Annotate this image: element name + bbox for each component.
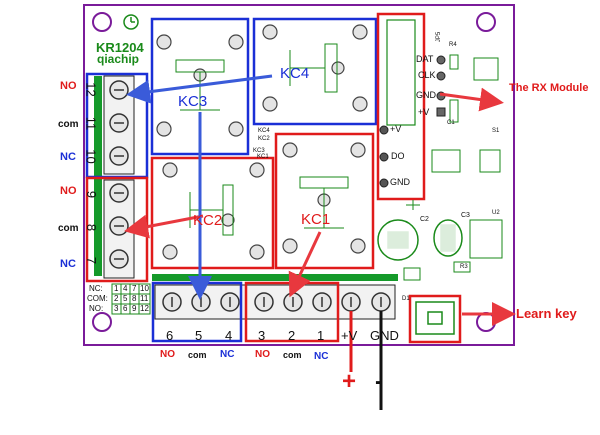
terminal-number-2: 2 [288,328,296,343]
terminal-label-gnd: GND [370,328,399,343]
power-plus: + [342,368,357,395]
terminal-label-plus-v: +V [341,328,358,343]
pin-label-gnd: GND [416,90,436,100]
bottom-label-com-right: com [283,350,302,360]
relay-kc1 [274,132,375,270]
terminal-number-1: 1 [317,328,325,343]
board-maker: qiachip [97,52,140,66]
left-label-com-top: com [58,119,79,130]
silk-jp5: JP5 [436,31,443,43]
rx-pin-label-do: DO [391,151,405,161]
bottom-label-nc-right: NC [314,351,329,362]
pin-label-dat: DAT [416,54,434,64]
learn-key-box [408,294,462,344]
silk-r3: R3 [460,264,468,270]
map-cell: 7 [132,284,137,293]
map-cell: 10 [140,284,149,293]
map-cell: 4 [123,284,128,293]
left-label-nc-top: NC [60,151,76,163]
silk-s1: S1 [492,128,500,134]
terminal-number-12: 12 [83,82,99,97]
relay-label-kc3: KC3 [178,93,208,110]
map-cell: 1 [114,284,119,293]
silk-c2: C2 [420,216,429,223]
pin-label-plus-v: +V [418,107,430,117]
relay-label-kc4: KC4 [280,65,310,82]
rx-pin-label-gnd: GND [390,177,410,187]
pin-label-clk: CLK [418,70,436,80]
bottom-terminal-strip [152,274,398,281]
silk-kc1: KC1 [257,154,269,160]
map-cell: 6 [123,304,128,313]
bottom-label-com-left: com [188,350,207,360]
map-cell: 11 [140,294,149,303]
map-row-label-com: COM: [87,294,108,303]
terminal-number-3: 3 [258,328,266,343]
callout-learn-key: Learn key [516,306,577,321]
power-minus: - [375,368,383,395]
left-label-nc-bottom: NC [60,258,76,270]
bottom-label-nc-left: NC [220,349,235,360]
red-arrows [124,87,516,326]
relay-label-kc2: KC2 [193,212,223,229]
terminal-number-8: 8 [84,223,100,232]
capacitor-c2 [377,219,419,261]
mapping-table-grid [111,283,151,315]
board-model: KR1204 [96,40,144,55]
terminal-number-11: 11 [83,116,99,131]
silk-c1: C1 [447,120,455,126]
smd-parts [403,54,503,281]
map-cell: 3 [114,304,119,313]
map-cell: 5 [123,294,128,303]
silk-d1: D1 [402,296,410,302]
terminal-number-5: 5 [195,328,203,343]
rx-pin-label-plus-v: +V [390,124,402,134]
map-cell: 8 [132,294,137,303]
terminal-number-10: 10 [83,149,99,164]
relay-kc4 [252,17,378,126]
left-label-no-bottom: NO [60,185,77,197]
clock-icon [123,14,139,30]
terminal-number-6: 6 [166,328,174,343]
silk-kc2: KC2 [258,136,270,142]
rx-module [376,12,426,201]
map-cell: 9 [132,304,137,313]
silk-kc3: KC3 [253,148,265,154]
relay-kc2 [150,156,275,270]
bottom-label-no-right: NO [255,349,270,360]
left-label-com-bottom: com [58,223,79,234]
terminal-number-7: 7 [84,256,100,265]
silk-r4: R4 [449,42,457,48]
map-row-label-nc: NC: [89,284,103,293]
terminal-number-9: 9 [84,190,100,199]
map-cell: 12 [140,304,149,313]
relay-label-kc1: KC1 [301,211,331,228]
rx-pins [379,125,389,188]
silk-u2: U2 [492,210,500,216]
silk-c3: C3 [461,212,470,219]
map-cell: 2 [114,294,119,303]
terminal-number-4: 4 [225,328,233,343]
map-row-label-no: NO: [89,304,104,313]
silk-kc4: KC4 [258,128,270,134]
bottom-label-no-left: NO [160,349,175,360]
left-label-no-top: NO [60,80,77,92]
blue-arrows [126,74,273,300]
header-pins [436,55,446,117]
callout-rx-module: The RX Module [509,82,589,94]
capacitor-c3 [433,219,463,257]
